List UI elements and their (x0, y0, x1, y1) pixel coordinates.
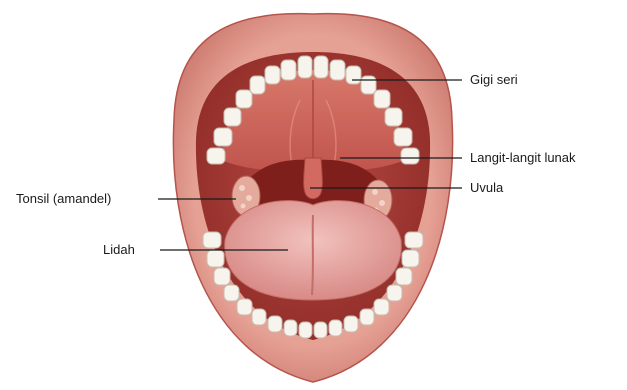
label-gigi-seri: Gigi seri (470, 72, 518, 88)
label-langit-langit-lunak: Langit-langit lunak (470, 150, 576, 166)
label-lidah: Lidah (103, 242, 135, 258)
label-tonsil: Tonsil (amandel) (16, 191, 111, 207)
label-uvula: Uvula (470, 180, 503, 196)
uvula (304, 158, 323, 199)
tongue-median-groove (312, 215, 313, 295)
